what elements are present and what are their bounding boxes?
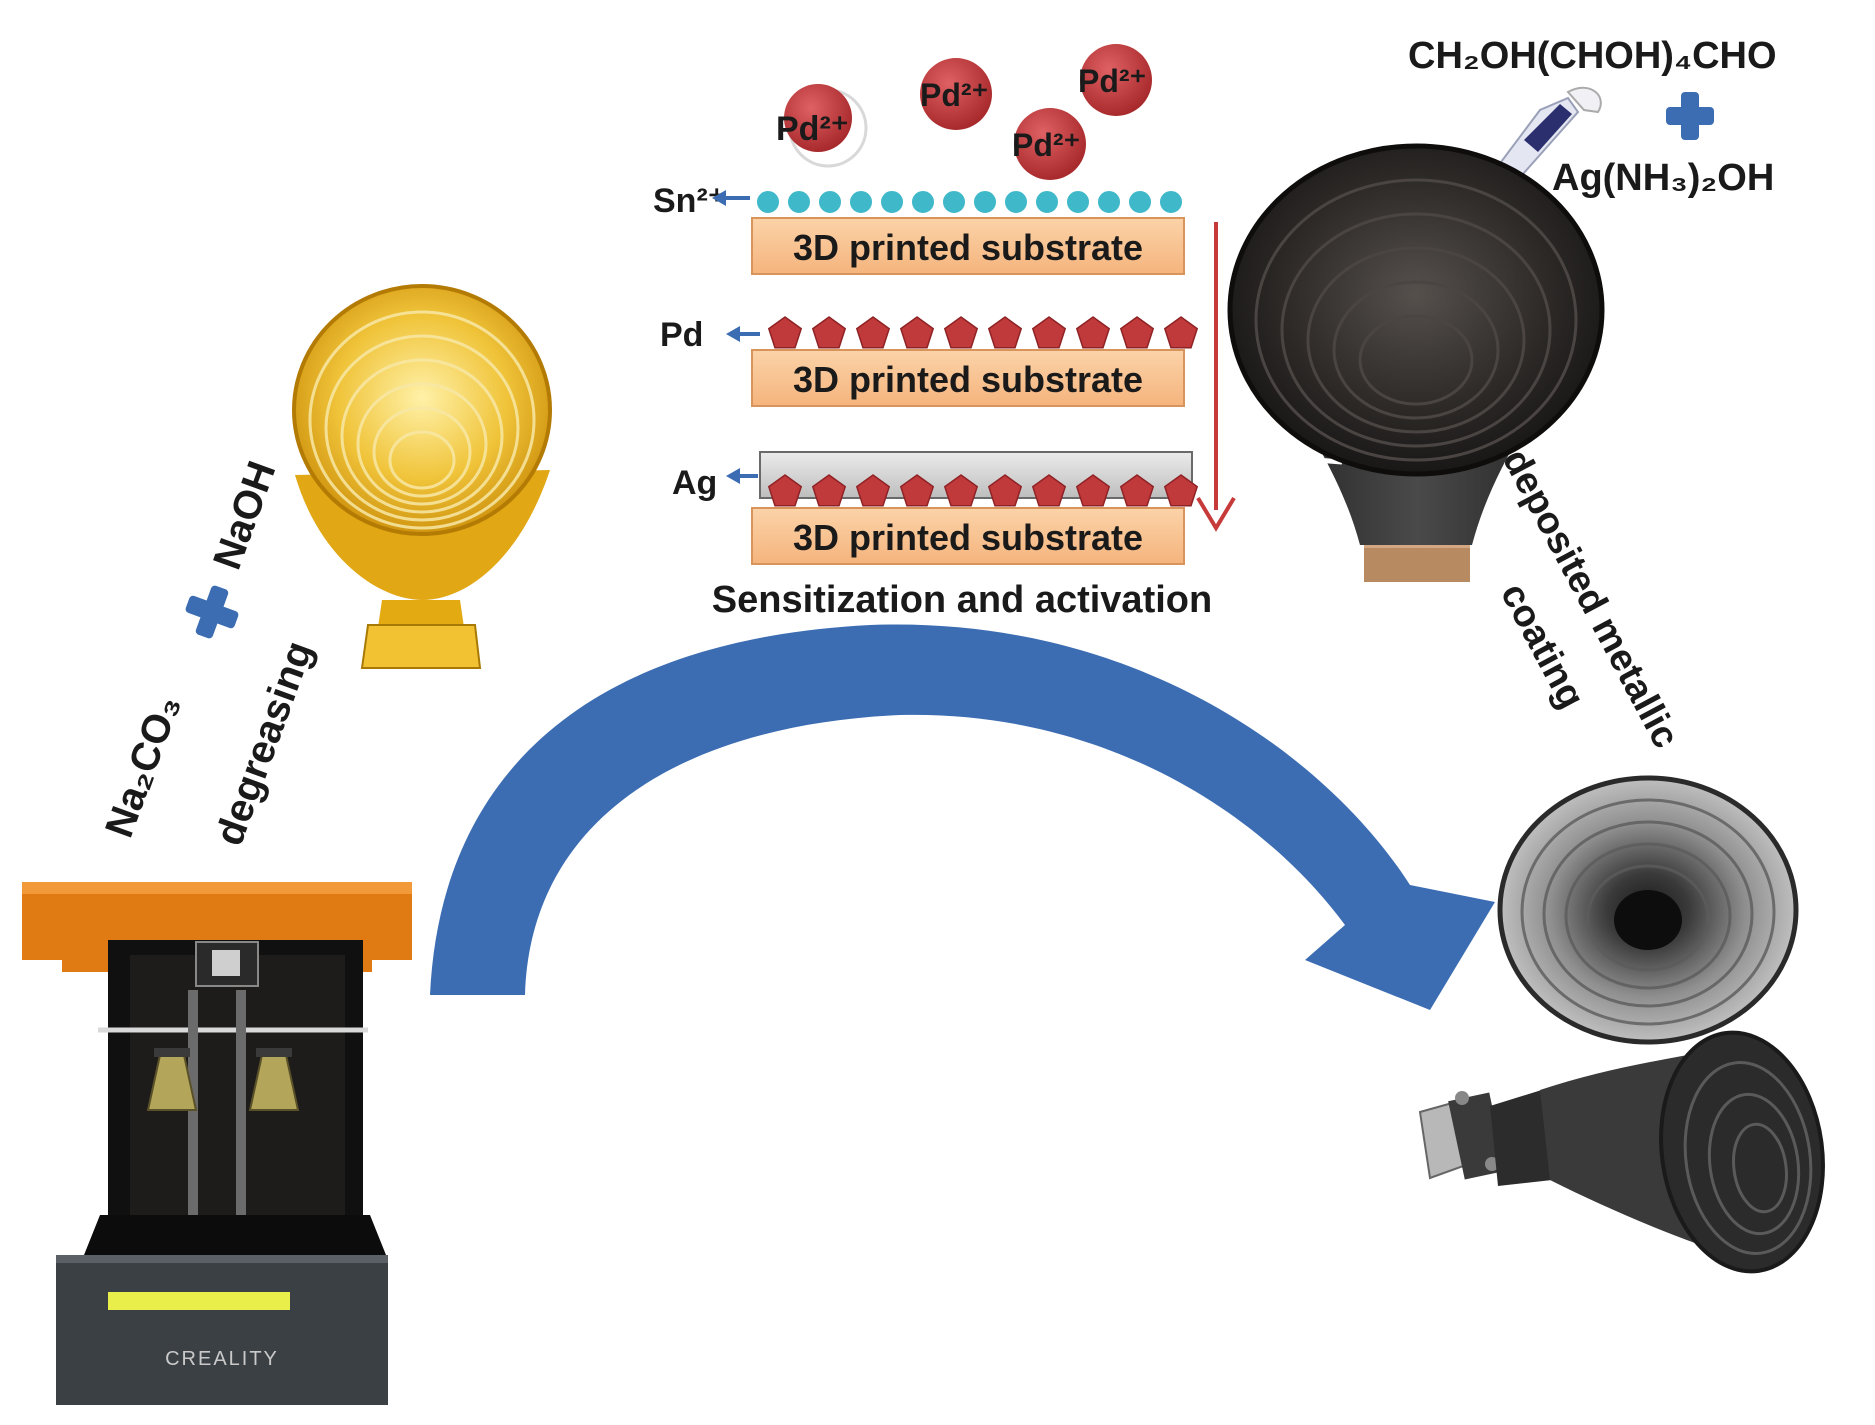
silver-ammonia-formula: Ag(NH₃)₂OH bbox=[1552, 157, 1774, 199]
coated-horn-photo bbox=[1227, 143, 1605, 582]
pd-ion: Pd²⁺ bbox=[1078, 44, 1152, 116]
sn-particle bbox=[755, 189, 781, 215]
pd-layer: Pd 3D printed substrate bbox=[660, 316, 1199, 407]
pd-particle bbox=[855, 474, 891, 507]
substrate-block bbox=[751, 217, 1185, 275]
pd-ion-label: Pd²⁺ bbox=[1012, 127, 1080, 163]
pd-particle bbox=[943, 316, 979, 349]
sn-particle bbox=[1003, 189, 1029, 215]
plus-icon-left bbox=[185, 585, 239, 639]
left-arrow-icon bbox=[712, 190, 750, 206]
substrate-block bbox=[751, 507, 1185, 565]
horn-front-view-photo bbox=[1497, 775, 1799, 1045]
substrate-label: 3D printed substrate bbox=[793, 227, 1143, 268]
pd-ion-label: Pd²⁺ bbox=[920, 77, 988, 113]
pd-particle bbox=[811, 474, 847, 507]
pd-particle bbox=[1075, 474, 1111, 507]
pd-particle bbox=[1163, 474, 1199, 507]
printer-brand-label: CREALITY bbox=[165, 1348, 279, 1370]
pd-particle bbox=[987, 316, 1023, 349]
pd-particle bbox=[1031, 316, 1067, 349]
degreasing-label: degreasing bbox=[207, 635, 321, 851]
pd-particle bbox=[987, 474, 1023, 507]
plus-icon-right bbox=[1666, 92, 1714, 140]
glucose-formula: CH₂OH(CHOH)₄CHO bbox=[1408, 35, 1777, 77]
substrate-label: 3D printed substrate bbox=[793, 359, 1143, 400]
pd-ion-label: Pd²⁺ bbox=[776, 110, 849, 148]
sn-particle bbox=[879, 189, 905, 215]
pd-particle bbox=[1031, 474, 1067, 507]
sn-particle bbox=[786, 189, 812, 215]
pd-particle bbox=[943, 474, 979, 507]
horn-side-view-photo bbox=[1418, 1030, 1825, 1274]
pd-particle bbox=[899, 474, 935, 507]
sn-particle bbox=[1158, 189, 1184, 215]
pd-label: Pd bbox=[660, 316, 703, 354]
substrate-block bbox=[751, 349, 1185, 407]
sn-particle bbox=[817, 189, 843, 215]
printed-horn-photo bbox=[292, 284, 552, 669]
pd-particle bbox=[1163, 316, 1199, 349]
sn-particle bbox=[1127, 189, 1153, 215]
substrate-label: 3D printed substrate bbox=[793, 517, 1143, 558]
pd-particle bbox=[1075, 316, 1111, 349]
sensitization-label: Sensitization and activation bbox=[712, 579, 1212, 621]
pd-particle bbox=[767, 474, 803, 507]
sn-particle bbox=[972, 189, 998, 215]
pd-ion: Pd²⁺ bbox=[776, 84, 868, 168]
sn-particle bbox=[848, 189, 874, 215]
pd-particle bbox=[855, 316, 891, 349]
pd-particle bbox=[767, 316, 803, 349]
printer-photo: CREALITY bbox=[22, 882, 412, 1405]
sn-particle bbox=[910, 189, 936, 215]
sn-ion-label: Sn²⁺ bbox=[653, 182, 726, 220]
left-arrow-icon bbox=[726, 468, 758, 484]
left-arrow-icon bbox=[726, 326, 760, 342]
pd-particle bbox=[811, 316, 847, 349]
sn-particle bbox=[1034, 189, 1060, 215]
naoh-label: NaOH bbox=[205, 456, 284, 575]
pd-ion: Pd²⁺ bbox=[920, 58, 992, 130]
down-arrow-icon bbox=[1196, 222, 1236, 532]
ag-label: Ag bbox=[672, 464, 717, 502]
sn-layer: Sn²⁺ 3D printed substrate bbox=[653, 182, 1185, 275]
pd-particle bbox=[1119, 474, 1155, 507]
sn-particle bbox=[1065, 189, 1091, 215]
sn-particle bbox=[941, 189, 967, 215]
pd-ion-label: Pd²⁺ bbox=[1078, 63, 1146, 99]
na2co3-label: Na₂CO₃ bbox=[97, 690, 189, 844]
sn-particle bbox=[1096, 189, 1122, 215]
pd-particle bbox=[1119, 316, 1155, 349]
pd-particle bbox=[899, 316, 935, 349]
pd-ion: Pd²⁺ bbox=[1012, 108, 1086, 180]
ag-layer: Ag 3D printed substrate bbox=[672, 451, 1199, 565]
process-flow-arrow bbox=[430, 624, 1495, 1010]
